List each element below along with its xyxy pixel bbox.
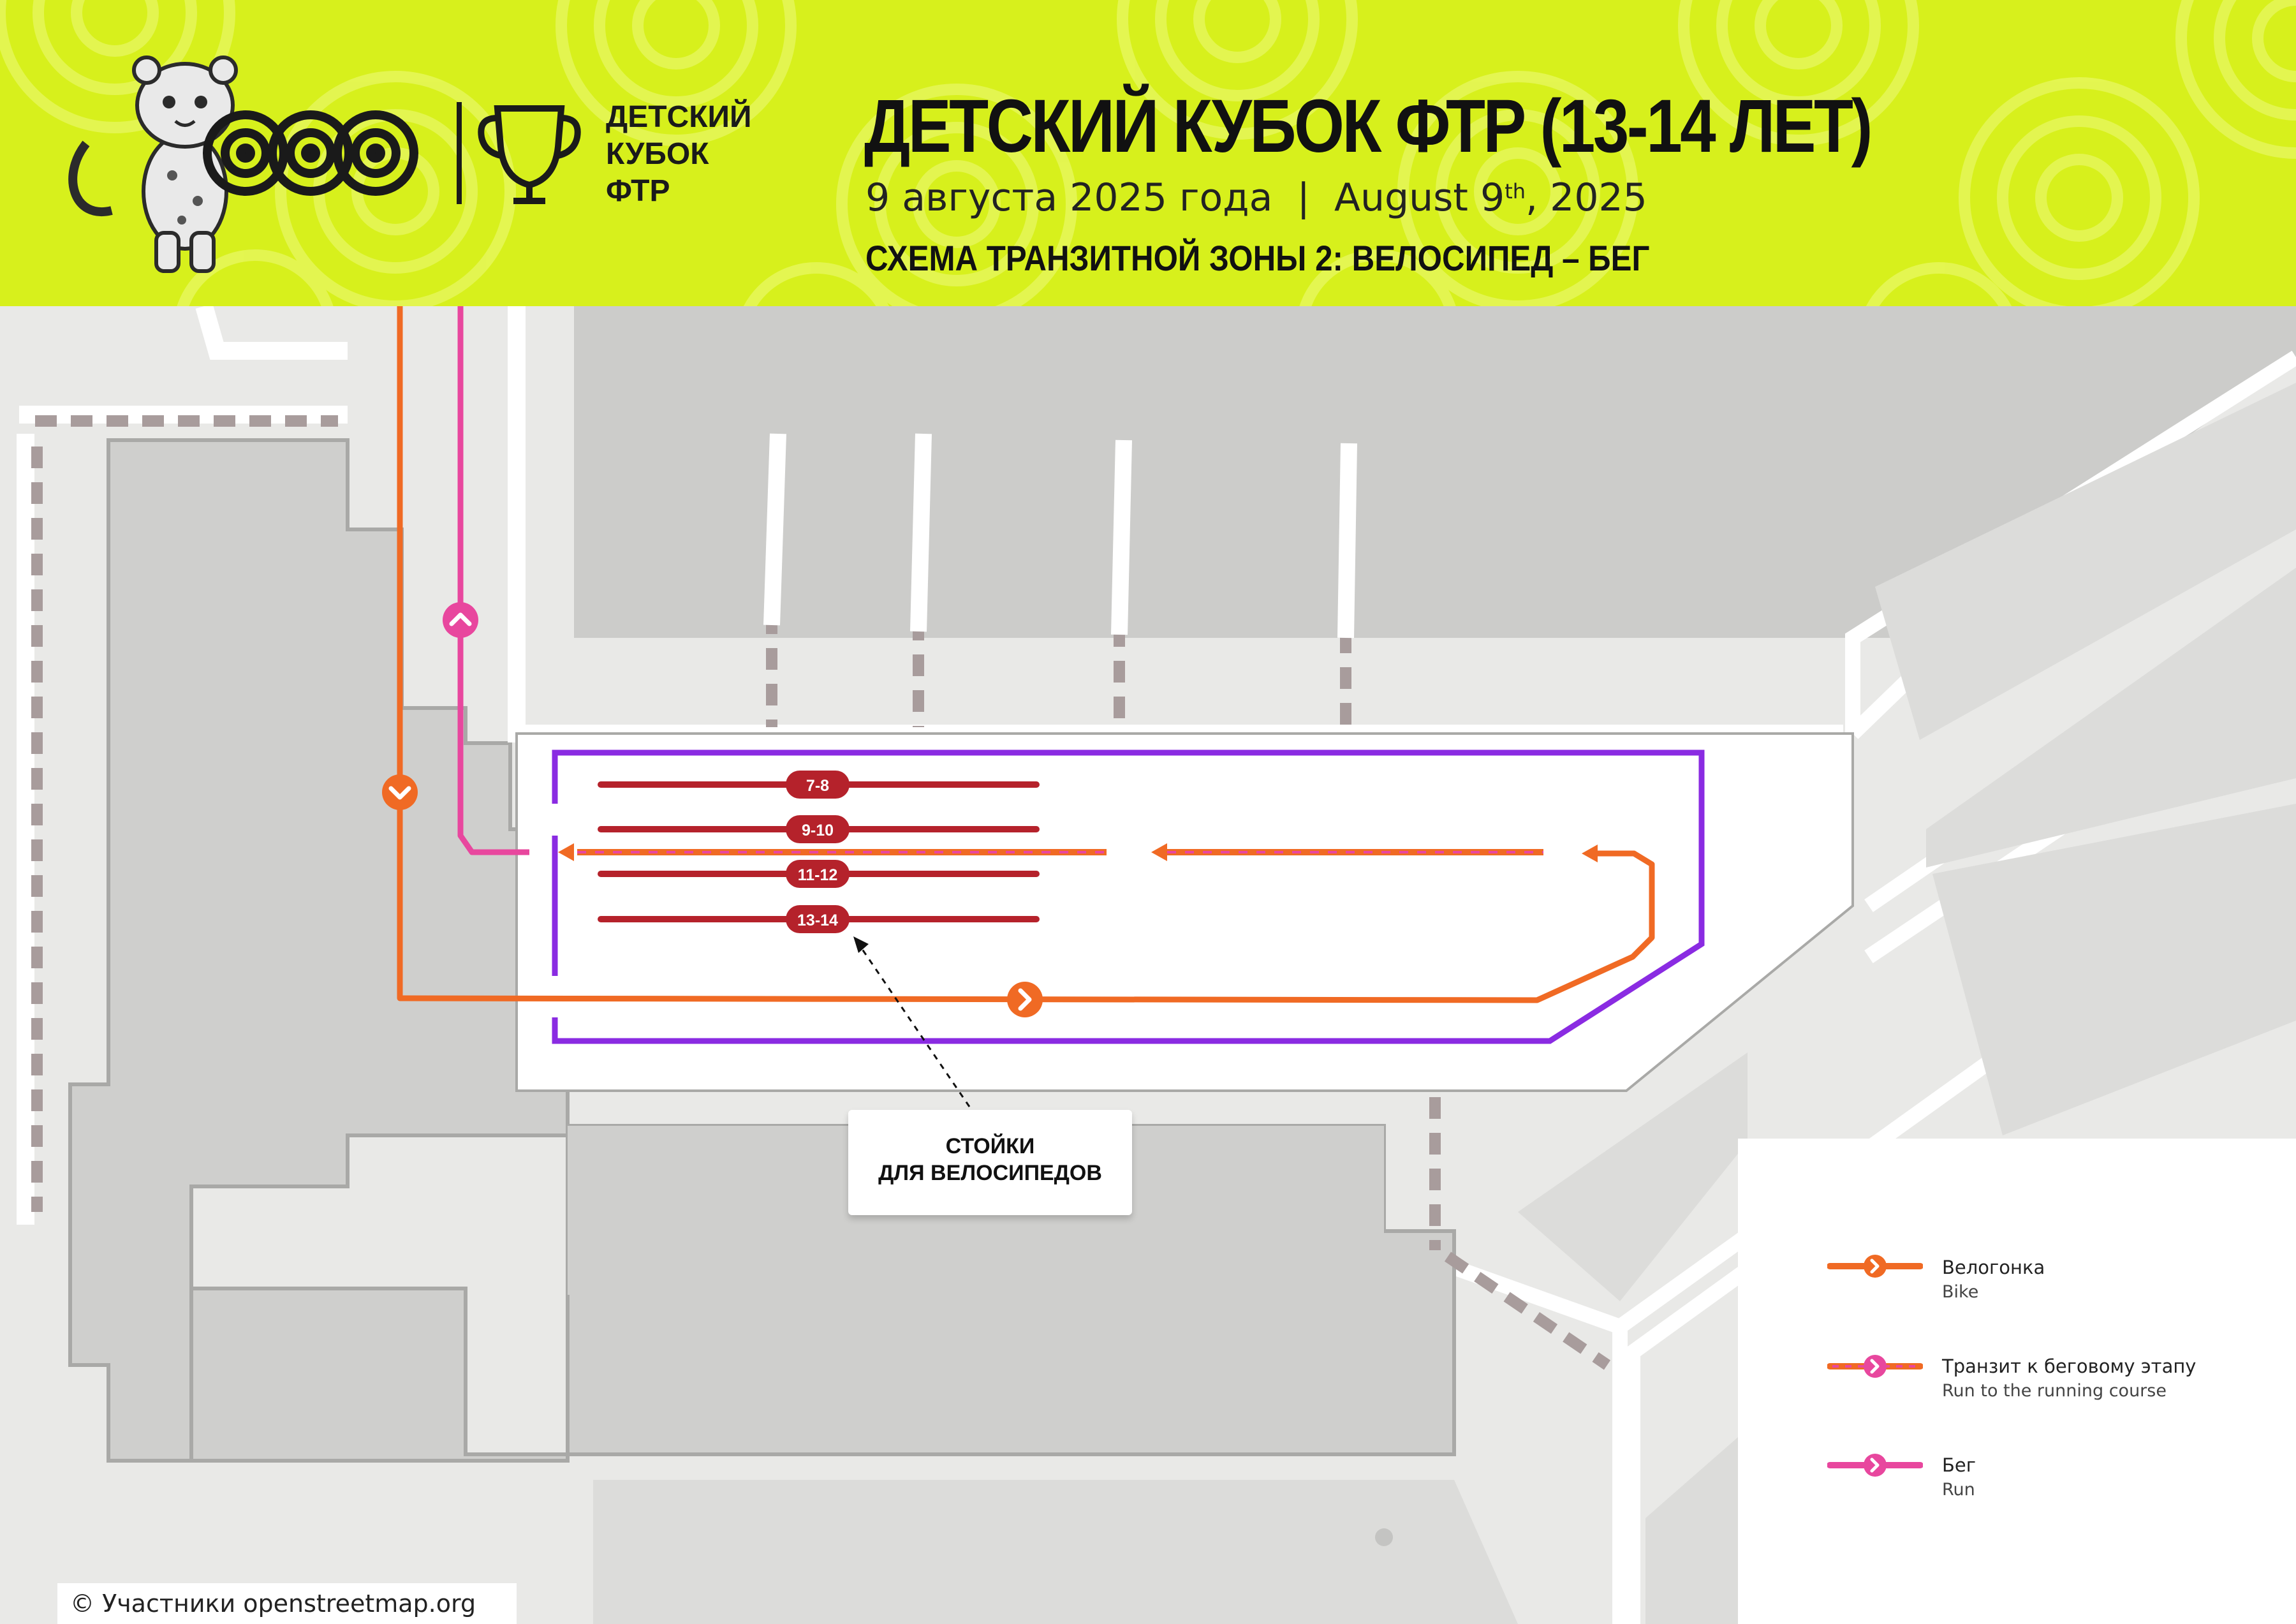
bike-rack-13-14: 13-14 bbox=[598, 905, 1040, 933]
chevron-up-icon bbox=[449, 612, 472, 626]
callout-line2: ДЛЯ ВЕЛОСИПЕДОВ bbox=[878, 1161, 1102, 1185]
date-en: August 9 bbox=[1334, 175, 1505, 220]
date-en-year: , 2025 bbox=[1526, 175, 1647, 220]
bike-rack-7-8: 7-8 bbox=[598, 771, 1040, 799]
map-legend: Велогонка Bike Транзит к беговому этапу … bbox=[1738, 1139, 2296, 1624]
parking-area bbox=[574, 306, 2296, 638]
date-ru: 9 августа 2025 года bbox=[865, 175, 1273, 220]
date-en-sup: th bbox=[1505, 179, 1526, 203]
block-right-3 bbox=[1875, 383, 2296, 740]
parking-lanes bbox=[763, 433, 1357, 639]
legend-bike-swatch bbox=[1827, 1255, 1923, 1278]
transit-to-run-route bbox=[558, 843, 1543, 861]
block-right-4 bbox=[1518, 1052, 1748, 1301]
date-separator: | bbox=[1297, 175, 1310, 220]
page-title: ДЕТСКИЙ КУБОК ФТР (13-14 ЛЕТ) bbox=[864, 84, 1873, 168]
block-right-2 bbox=[1932, 804, 2296, 1135]
logo-line3: ФТР bbox=[606, 174, 670, 208]
bike-racks: 7-8 9-10 11-12 13-14 bbox=[598, 771, 1040, 933]
callout-pointer bbox=[857, 942, 971, 1107]
run-route bbox=[443, 306, 529, 855]
bike-direction-marker bbox=[1007, 982, 1043, 1017]
legend-run-ru: Бег bbox=[1942, 1454, 1976, 1476]
legend-bike-en: Bike bbox=[1942, 1282, 1979, 1302]
block-right-5 bbox=[1645, 1429, 1748, 1624]
header-pattern bbox=[0, 0, 2296, 306]
transition-zone-border bbox=[552, 749, 1705, 1044]
event-date: 9 августа 2025 года | August 9th, 2025 bbox=[865, 175, 1647, 220]
bike-racks-callout: СТОЙКИ ДЛЯ ВЕЛОСИПЕДОВ bbox=[848, 1110, 1132, 1215]
logo-divider bbox=[457, 102, 462, 204]
logo-line2: КУБОК bbox=[606, 137, 709, 171]
legend-transit-ru: Транзит к беговому этапу bbox=[1942, 1355, 2197, 1377]
rings-logo-icon bbox=[203, 110, 418, 196]
legend-transit-en: Run to the running course bbox=[1942, 1381, 2167, 1401]
legend-run-en: Run bbox=[1942, 1480, 1975, 1500]
bike-direction-marker bbox=[382, 774, 418, 810]
logo-line1: ДЕТСКИЙ bbox=[606, 100, 752, 134]
bike-rack-11-12: 11-12 bbox=[598, 860, 1040, 888]
legend-bike-ru: Велогонка bbox=[1942, 1257, 2045, 1278]
header-banner: ДЕТСКИЙ КУБОК ФТР ДЕТСКИЙ КУБОК ФТР (13-… bbox=[0, 0, 2296, 306]
block-bottom bbox=[593, 1480, 1518, 1624]
bike-route bbox=[382, 306, 1655, 1017]
chevron-down-icon bbox=[388, 786, 411, 800]
chevron-right-icon bbox=[1018, 988, 1032, 1011]
osm-attribution[interactable]: © Участники openstreetmap.org bbox=[70, 1590, 476, 1618]
rack-label: 7-8 bbox=[806, 777, 829, 795]
callout-arrowhead bbox=[853, 936, 869, 953]
bike-rack-9-10: 9-10 bbox=[598, 815, 1040, 843]
rack-label: 11-12 bbox=[798, 866, 838, 884]
run-direction-marker bbox=[443, 602, 478, 638]
legend-transit-swatch bbox=[1827, 1355, 1923, 1378]
map-marker bbox=[1375, 1528, 1393, 1546]
page-subtitle: СХЕМА ТРАНЗИТНОЙ ЗОНЫ 2: ВЕЛОСИПЕД – БЕГ bbox=[865, 238, 1650, 278]
footpath-dashed bbox=[31, 415, 1611, 1370]
legend-run-swatch bbox=[1827, 1454, 1923, 1477]
callout-line1: СТОЙКИ bbox=[945, 1134, 1035, 1158]
block-right-1 bbox=[1926, 568, 2296, 867]
rack-label: 13-14 bbox=[797, 912, 838, 929]
map-credit: © Участники openstreetmap.org bbox=[57, 1583, 517, 1624]
rack-label: 9-10 bbox=[802, 822, 834, 839]
trophy-icon bbox=[478, 105, 581, 204]
